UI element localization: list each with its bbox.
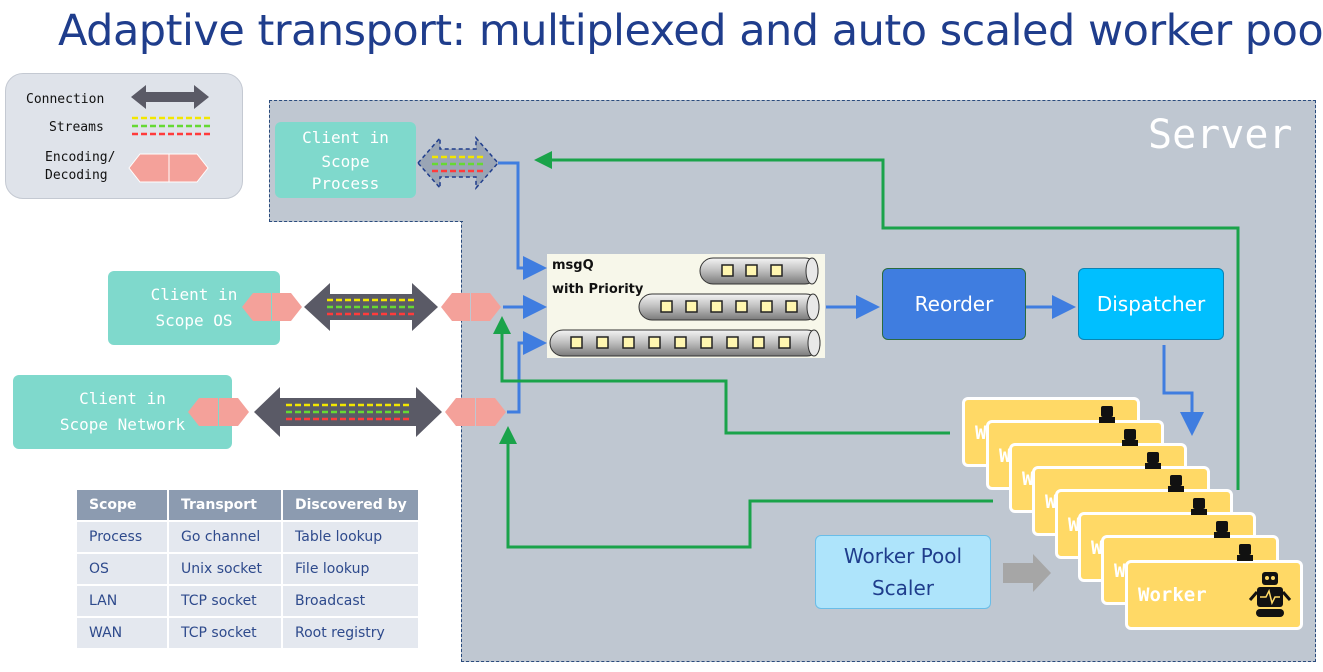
scaler-line2: Scaler xyxy=(871,576,935,600)
legend-codec-icon xyxy=(128,153,209,183)
priority-queue-pipes xyxy=(549,257,821,357)
table-row: LAN TCP socket Broadcast xyxy=(75,584,420,618)
client-process-line1: Client in xyxy=(302,128,389,147)
table-header-scope: Scope xyxy=(75,488,169,522)
worker-peek-label: W xyxy=(1068,514,1080,536)
worker-label: Worker xyxy=(1138,584,1207,606)
client-scope-process: Client in Scope Process xyxy=(275,122,416,198)
table-cell: Table lookup xyxy=(281,520,420,554)
worker-peek-label: W xyxy=(1045,491,1057,513)
legend-encoding-label: Encoding/ xyxy=(45,150,116,165)
blue-flow xyxy=(498,161,1204,436)
table-cell: OS xyxy=(75,552,169,586)
table-cell: Root registry xyxy=(281,616,420,650)
dispatcher-box: Dispatcher xyxy=(1078,268,1224,340)
reorder-box: Reorder xyxy=(882,268,1026,340)
client-os-line2: Scope OS xyxy=(155,311,233,330)
client-network-line1: Client in xyxy=(79,389,166,408)
msgq-label: msgQ xyxy=(552,258,594,273)
table-cell: Unix socket xyxy=(167,552,283,586)
worker-peek-label: W xyxy=(1114,560,1126,582)
process-connection-arrow xyxy=(417,136,499,190)
table-cell: Broadcast xyxy=(281,584,420,618)
page-title: Adaptive transport: multiplexed and auto… xyxy=(58,6,1323,56)
scaler-line1: Worker Pool xyxy=(843,544,963,568)
worker-peek-label: W xyxy=(975,422,987,444)
client-os-line1: Client in xyxy=(150,285,238,304)
table-header-transport: Transport xyxy=(167,488,283,522)
table-cell: LAN xyxy=(75,584,169,618)
worker-peek-label: W xyxy=(1091,537,1103,559)
server-label: Server xyxy=(1148,112,1293,158)
table-row: WAN TCP socket Root registry xyxy=(75,616,420,650)
client-scope-os: Client in Scope OS xyxy=(108,271,280,345)
green-feedback xyxy=(493,151,1240,549)
legend-connection-label: Connection xyxy=(26,92,105,107)
table-cell: File lookup xyxy=(281,552,420,586)
legend-connection-icon xyxy=(131,85,209,109)
table-cell: TCP socket xyxy=(167,616,283,650)
table-row: Process Go channel Table lookup xyxy=(75,520,420,554)
os-connection xyxy=(242,283,501,331)
table-cell: WAN xyxy=(75,616,169,650)
table-row: OS Unix socket File lookup xyxy=(75,552,420,586)
msgq-priority-label: with Priority xyxy=(552,282,644,297)
worker-robot-icon xyxy=(1248,572,1292,617)
legend-decoding-label: Decoding xyxy=(45,168,108,183)
scope-table: Scope Transport Discovered by Process Go… xyxy=(75,488,420,650)
table-header-row: Scope Transport Discovered by xyxy=(75,488,420,522)
table-cell: Go channel xyxy=(167,520,283,554)
table-header-discovered-by: Discovered by xyxy=(281,488,420,522)
client-network-line2: Scope Network xyxy=(59,415,186,434)
table-cell: TCP socket xyxy=(167,584,283,618)
worker-pool-scaler: Worker Pool Scaler xyxy=(815,535,991,609)
scaler-arrow xyxy=(1003,554,1051,592)
worker-peek-label: W xyxy=(999,445,1011,467)
legend-streams-label: Streams xyxy=(49,120,104,135)
worker-peek-label: W xyxy=(1022,468,1034,490)
client-process-line3: Process xyxy=(311,174,380,193)
robot-icon xyxy=(1099,406,1253,561)
table-cell: Process xyxy=(75,520,169,554)
client-process-line2: Scope xyxy=(321,152,370,171)
network-connection xyxy=(188,387,506,437)
legend-streams-icon xyxy=(132,116,210,136)
